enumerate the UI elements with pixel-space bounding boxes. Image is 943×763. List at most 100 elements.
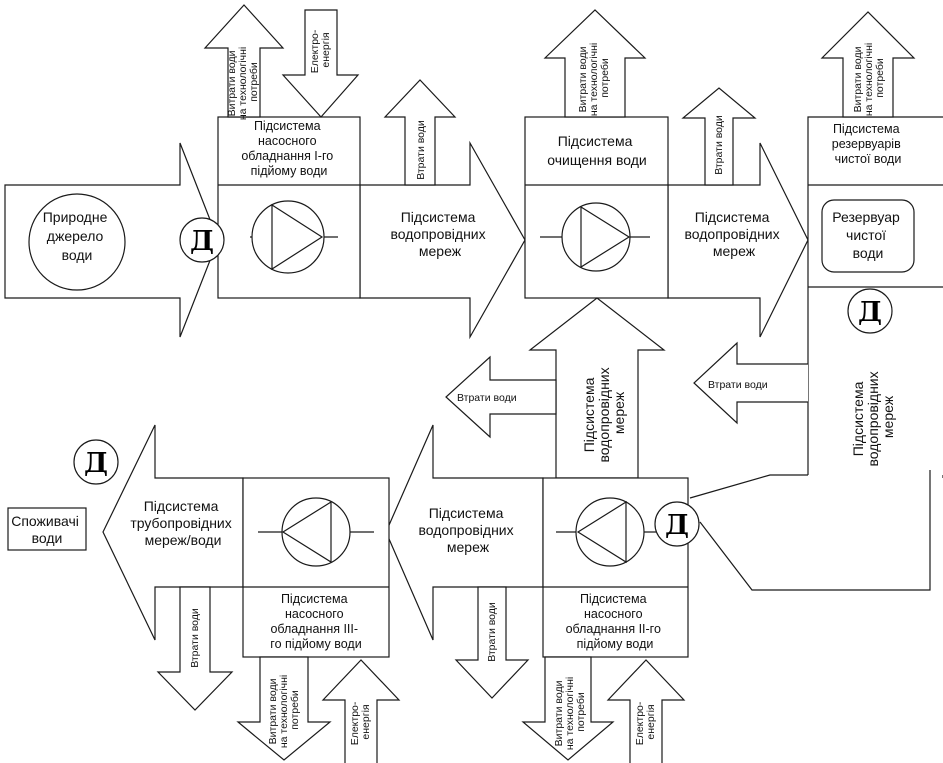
treatment-label-line1: Підсистема	[558, 133, 633, 149]
svg-text:Витрати води на технологіч: Витрати води на технологічні потреби	[577, 40, 611, 116]
reservoir-sub-label-line1: Підсистема	[833, 122, 900, 136]
water-loss-arrow-top-2	[681, 87, 757, 186]
tech-loss-treatment-line2: на технологічні	[588, 43, 600, 116]
pipeline-arrow	[102, 424, 244, 641]
network-vertical-mid-line1: Підсистема	[581, 377, 597, 452]
pump2-label-line3: обладнання ІІ-го	[566, 622, 661, 636]
tech-loss-pump3-line2: на технологічні	[278, 675, 290, 748]
tech-loss-reservoir-line3: потреби	[874, 58, 886, 98]
network-arrow-top-1	[359, 140, 526, 340]
water-loss-bottom-mid-label: Втрати води	[486, 602, 498, 662]
reservoir-label-line1: Резервуар	[832, 209, 900, 225]
tech-loss-treatment-line1: Витрати води	[577, 46, 589, 112]
pump2-label-line1: Підсистема	[580, 592, 647, 606]
svg-text:Споживачі води: Споживачі води	[11, 513, 83, 546]
pump-symbol-icon	[556, 497, 666, 567]
network-arrow-top-2	[667, 142, 809, 338]
svg-text:Підсистема насосного: Підсистема насосного обладнання І-го під…	[241, 119, 336, 178]
energy-pump3-line1: Електро-	[349, 701, 361, 745]
pump-symbol-icon	[250, 200, 338, 274]
sensor-pipeline-letter: Д	[84, 448, 108, 479]
treatment-label-line2: очищення води	[547, 152, 646, 168]
sensor-pump2-letter: Д	[665, 510, 689, 541]
clean-water-reservoir	[821, 199, 915, 273]
network-vertical-mid-line3: мереж	[611, 391, 627, 434]
network-arrow-vertical-mid	[528, 297, 666, 479]
pipeline-label-line1: Підсистема	[144, 498, 219, 514]
svg-text:Резервуар чистої в: Резервуар чистої води	[832, 209, 903, 261]
sensor-pump1-letter: Д	[190, 226, 214, 257]
svg-text:Витрати води на технологіч: Витрати води на технологічні потреби	[553, 674, 587, 750]
water-loss-arrow-bottom-left	[156, 586, 234, 711]
water-loss-arrow-top-1	[383, 79, 457, 186]
water-loss-top-1-label: Втрати води	[415, 120, 427, 180]
pipeline-label-line2: трубопровідних	[130, 515, 231, 531]
water-loss-top-2-label: Втрати води	[713, 115, 725, 175]
pump3-label-line3: обладнання ІІІ-	[270, 622, 358, 636]
svg-text:Підсистема насосного: Підсистема насосного обладнання ІІ-го пі…	[566, 592, 665, 651]
water-loss-mid-right-label: Втрати води	[708, 379, 768, 391]
pump-station-3: Підсистема насосного обладнання ІІІ- го …	[242, 477, 390, 658]
sensor-pump1: Д	[179, 217, 225, 263]
energy-pump3-line2: енергія	[360, 704, 372, 739]
tech-loss-treatment-line3: потреби	[599, 58, 611, 98]
reservoir-sub-label-line3: чистої води	[835, 152, 902, 166]
network-arrow-vertical-right	[689, 470, 943, 591]
energy-arrow-pump3	[321, 659, 401, 763]
tech-loss-reservoir-line2: на технологічні	[863, 43, 875, 116]
consumers-box	[7, 507, 87, 551]
energy-arrow-pump2	[606, 659, 686, 763]
pipeline-label-line3: мереж/води	[145, 532, 222, 548]
reservoir-label-line3: води	[853, 245, 884, 261]
energy-pump2-line2: енергія	[645, 704, 657, 739]
tech-loss-arrow-pump1	[203, 4, 285, 118]
svg-text:Підсистема водопровідних: Підсистема водопровідних мереж	[418, 505, 517, 555]
water-loss-arrow-mid-right	[693, 341, 808, 425]
tech-loss-reservoir-line1: Витрати води	[852, 46, 864, 112]
pump1-label-line4: підйому води	[251, 164, 328, 178]
svg-text:Витрати води на технологіч: Витрати води на технологічні потреби	[267, 672, 301, 748]
tech-loss-arrow-treatment	[543, 9, 647, 118]
sensor-reservoir: Д	[847, 288, 893, 334]
network-bottom-mid-line3: мереж	[447, 539, 490, 555]
source-label-line2: джерело	[47, 228, 104, 244]
network-top-2-line3: мереж	[713, 243, 756, 259]
tech-loss-pump2-line2: на технологічні	[564, 677, 576, 750]
network-bottom-mid-line1: Підсистема	[429, 505, 504, 521]
pump1-label-line1: Підсистема	[254, 119, 321, 133]
svg-text:Підсистема водопровідних: Підсистема водопровідних мереж	[850, 367, 896, 466]
network-top-2-line2: водопровідних	[684, 226, 779, 242]
svg-text:Підсистема водопровідних: Підсистема водопровідних мереж	[390, 209, 489, 259]
pump2-label-line2: насосного	[584, 607, 643, 621]
network-vertical-mid-line2: водопровідних	[596, 367, 612, 462]
svg-text:Підсистема насосного: Підсистема насосного обладнання ІІІ- го …	[270, 592, 361, 651]
sensor-pump2: Д	[654, 501, 700, 547]
consumers-line2: води	[32, 530, 63, 546]
tech-loss-arrow-pump2	[521, 656, 615, 761]
pump1-label-line2: насосного	[258, 134, 317, 148]
water-loss-mid-left-label: Втрати води	[457, 392, 517, 404]
energy-pump2-line1: Електро-	[634, 701, 646, 745]
tech-loss-pump3-line1: Витрати води	[267, 678, 279, 744]
reservoir-sub-label-line2: резервуарів	[832, 137, 901, 151]
svg-text:Витрати води на технологіч: Витрати води на технологічні потреби	[852, 40, 886, 116]
network-top-1-line3: мереж	[419, 243, 462, 259]
pump2-label-line4: підйому води	[577, 637, 654, 651]
reservoir-label-line2: чистої	[846, 227, 886, 243]
source-label-line3: води	[62, 247, 93, 263]
tech-loss-pump1-line3: потреби	[248, 62, 260, 102]
energy-pump1-line1: Електро-	[309, 29, 321, 73]
pump3-label-line2: насосного	[285, 607, 344, 621]
svg-text:Електро- енергія: Електро- енергія	[309, 27, 332, 74]
water-loss-arrow-bottom-mid	[454, 586, 530, 699]
water-loss-arrow-mid-left	[445, 355, 557, 439]
tech-loss-pump1-line1: Витрати води	[226, 50, 238, 116]
energy-pump1-line2: енергія	[320, 32, 332, 67]
source-label-line1: Природне	[43, 209, 108, 225]
water-consumers: Споживачі води	[7, 507, 87, 551]
natural-source-circle	[28, 193, 126, 291]
pump-station-1: Підсистема насосного обладнання І-го під…	[217, 116, 361, 299]
svg-text:Підсистема очищення води: Підсистема очищення води	[547, 133, 646, 168]
network-bottom-mid-line2: водопровідних	[418, 522, 513, 538]
